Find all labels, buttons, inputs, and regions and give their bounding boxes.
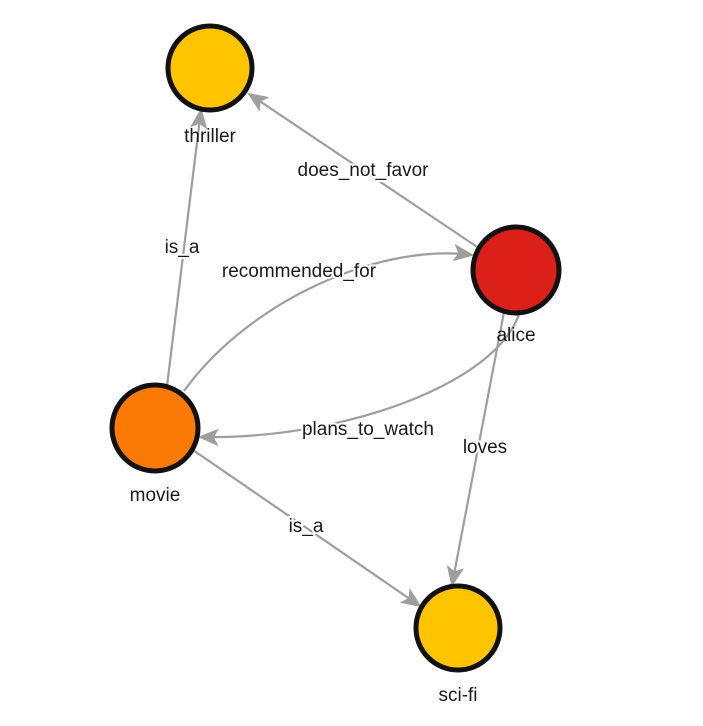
graph-node-sci-fi[interactable]: [413, 583, 503, 673]
graph-node-thriller[interactable]: [165, 23, 255, 113]
node-labels-layer: thriller alice movie sci-fi: [130, 126, 536, 706]
edge-label-halo: recommended_for: [222, 261, 377, 282]
edges-layer: [165, 92, 521, 608]
edge-label-movie-scifi: is_a: [289, 516, 324, 537]
edge-label-movie-alice: recommended_for: [222, 261, 377, 282]
graph-node-movie[interactable]: [109, 382, 201, 474]
edge-labels-layer: does_not_favordoes_not_favoris_ais_areco…: [163, 158, 510, 539]
edge-label-halo: is_a: [165, 237, 200, 258]
edge-label-alice-scifi: loves: [463, 437, 507, 458]
edge-label-alice-thriller: does_not_favor: [298, 160, 430, 181]
graph-edge: [446, 311, 506, 588]
node-label-thriller: thriller: [184, 126, 236, 147]
nodes-layer: [109, 23, 562, 673]
node-label-alice: alice: [496, 325, 535, 346]
edge-label-halo: plans_to_watch: [302, 419, 434, 440]
graph-node-alice[interactable]: [470, 224, 562, 316]
graph-edge: [247, 92, 481, 250]
graph-edge: [192, 449, 422, 608]
graph-edge: [165, 107, 208, 387]
edge-label-alice-movie: plans_to_watch: [302, 419, 434, 440]
edge-label-movie-thriller: is_a: [165, 237, 200, 258]
edge-label-halo: loves: [463, 437, 507, 458]
graph-edge: [197, 313, 521, 447]
edge-label-halo: is_a: [289, 516, 324, 537]
node-label-sci-fi: sci-fi: [438, 685, 477, 706]
edge-label-halo: does_not_favor: [298, 160, 430, 181]
node-label-movie: movie: [130, 485, 181, 506]
graph-edge: [183, 243, 475, 392]
